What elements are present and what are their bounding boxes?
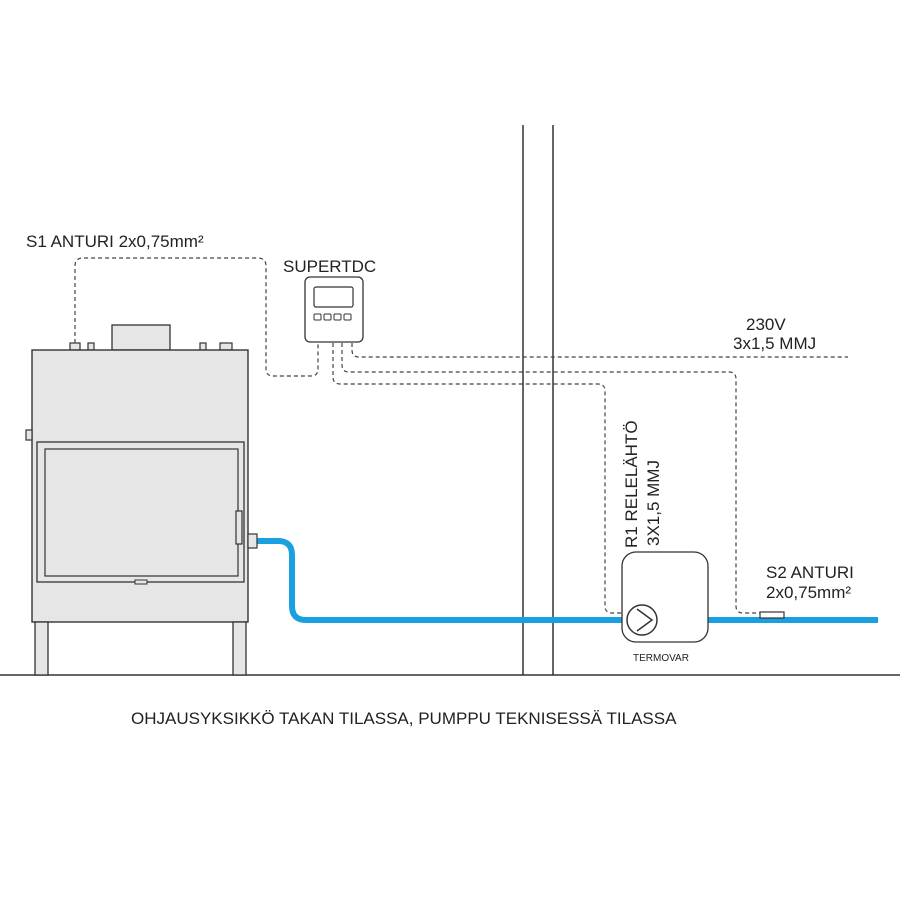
pump-brand-label: TERMOVAR [633,653,689,664]
s2-sensor [759,611,785,619]
power-voltage-label: 230V [746,315,786,334]
s1-sensor-cable [74,257,319,377]
controller-button-3 [333,313,342,321]
controller-display [313,286,354,308]
relay-output-label: R1 RELELÄHTÖ [622,420,641,548]
wall [522,125,554,675]
s2-cable-label: 2x0,75mm² [766,583,851,602]
diagram-caption: OHJAUSYKSIKKÖ TAKAN TILASSA, PUMPPU TEKN… [131,709,677,728]
door-glass [44,448,239,577]
controller [304,276,364,343]
water-pipe [256,538,878,623]
wiring [74,257,848,614]
controller-button-1 [313,313,322,321]
stove-leg-left [34,621,49,676]
s1-sensor-label: S1 ANTURI 2x0,75mm² [26,232,204,251]
door-handle [235,510,243,545]
pipe-connector [247,533,258,549]
pump-unit [621,551,709,643]
controller-button-2 [323,313,332,321]
fireplace [25,324,249,676]
power-cable-label: 3x1,5 MMJ [733,334,816,353]
sensor-port [69,342,81,351]
controller-label: SUPERTDC [283,257,376,276]
relay-cable [332,343,624,614]
stove-leg-right [232,621,247,676]
flue-collar [111,324,171,351]
s2-sensor-label: S2 ANTURI [766,563,854,582]
relay-cable-label: 3X1,5 MMJ [644,460,663,546]
controller-button-4 [343,313,352,321]
pump-icon [626,604,658,636]
power-cable [351,343,848,358]
